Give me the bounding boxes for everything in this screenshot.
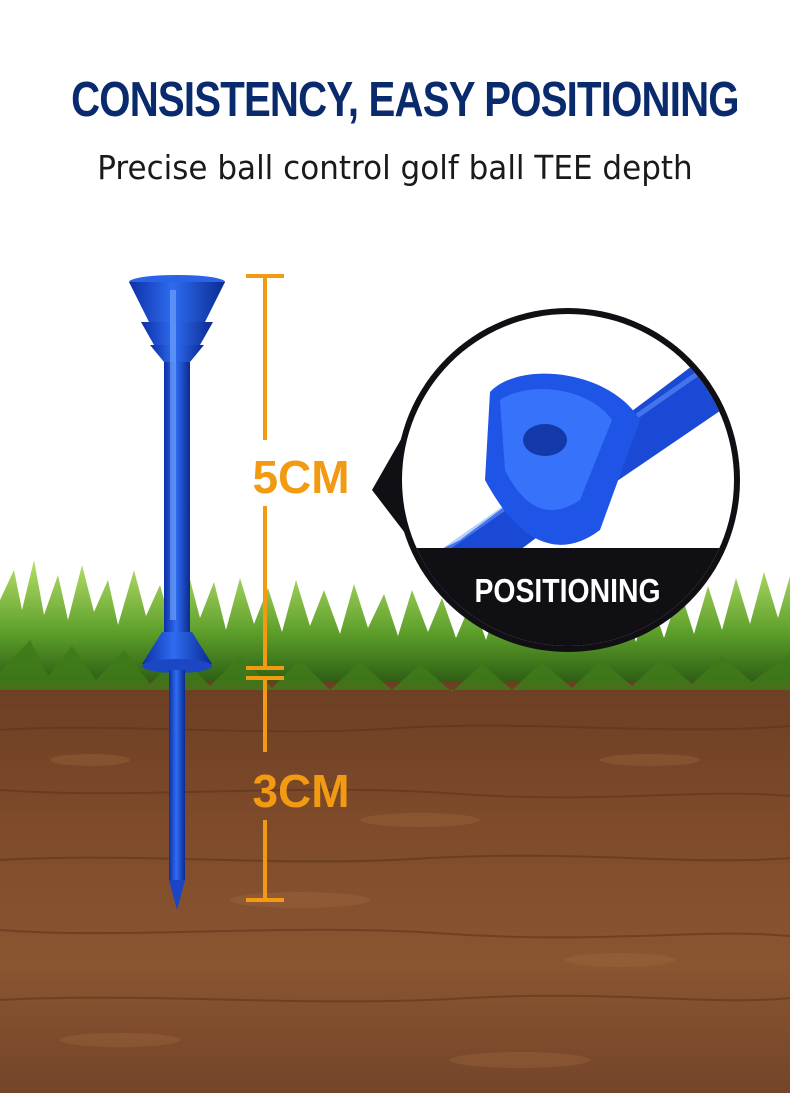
measurement-bracket <box>246 274 284 902</box>
headline: CONSISTENCY, EASY POSITIONING <box>71 73 739 127</box>
zoom-badge-label: POSITIONING <box>474 572 661 609</box>
soil-layer <box>0 665 790 1093</box>
soil-strata <box>0 724 790 1003</box>
golf-tee <box>129 275 225 910</box>
zoom-callout <box>372 308 740 652</box>
measurement-label-above: 5CM <box>252 451 350 503</box>
measurement-label-below: 3CM <box>252 765 350 817</box>
subheadline: Precise ball control golf ball TEE depth <box>97 148 693 187</box>
